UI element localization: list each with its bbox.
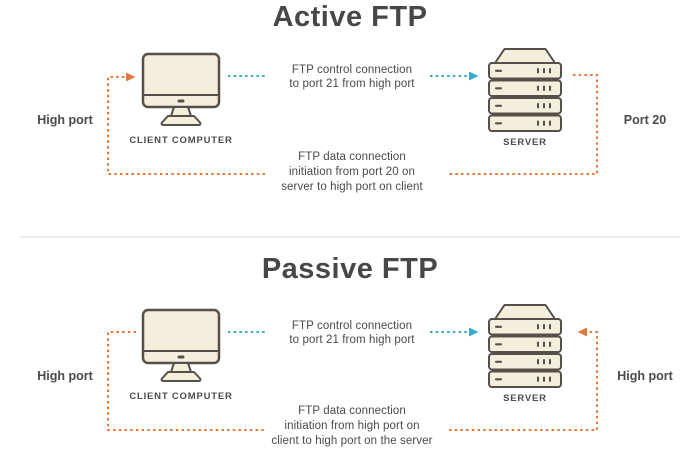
data-connection-line3: server to high port on client <box>281 181 423 193</box>
port-20-label-right: Port 20 <box>623 113 667 127</box>
data-connection-text: FTP data connection initiation from port… <box>252 150 452 195</box>
server-icon <box>488 48 562 132</box>
data-connection-text: FTP data connection initiation from high… <box>252 404 452 449</box>
active-control-arrowhead-to-server <box>469 71 479 81</box>
high-port-label-left: High port <box>37 369 93 383</box>
client-computer-label: CLIENT COMPUTER <box>129 135 233 146</box>
control-connection-line1: FTP control connection <box>291 64 413 76</box>
client-computer-icon <box>141 52 221 126</box>
high-port-label-left: High port <box>37 113 93 127</box>
server-top-lid <box>494 304 556 320</box>
passive-ftp-title: Passive FTP <box>261 253 439 285</box>
data-connection-line1: FTP data connection <box>298 405 406 417</box>
server-label: SERVER <box>503 393 547 404</box>
data-connection-line2: initiation from port 20 on <box>289 166 415 178</box>
control-connection-text: FTP control connection to port 21 from h… <box>252 319 452 347</box>
control-connection-line1: FTP control connection <box>291 320 413 332</box>
server-label: SERVER <box>503 137 547 148</box>
high-port-label-right: High port <box>617 369 673 383</box>
monitor-stand-neck <box>170 106 192 117</box>
client-computer-label: CLIENT COMPUTER <box>129 391 233 402</box>
client-computer-icon <box>141 308 221 382</box>
active-data-arrowhead-to-client <box>126 72 136 82</box>
data-connection-line3: client to high port on the server <box>271 435 433 447</box>
active-ftp-title: Active FTP <box>272 1 428 33</box>
monitor-screen <box>141 52 221 109</box>
server-units <box>488 62 562 132</box>
monitor-stand-base <box>160 371 202 382</box>
monitor-button <box>177 355 185 359</box>
data-connection-line1: FTP data connection <box>298 151 406 163</box>
server-icon <box>488 304 562 388</box>
passive-control-arrowhead-to-server <box>469 327 479 337</box>
server-units <box>488 318 562 388</box>
monitor-screen <box>141 308 221 365</box>
monitor-stand-base <box>160 115 202 126</box>
monitor-stand-neck <box>170 362 192 373</box>
passive-data-arrowhead-to-server <box>577 327 587 337</box>
control-connection-text: FTP control connection to port 21 from h… <box>252 63 452 91</box>
server-top-lid <box>494 48 556 64</box>
control-connection-line2: to port 21 from high port <box>289 334 415 346</box>
data-connection-line2: initiation from high port on <box>284 420 420 432</box>
section-divider <box>20 236 680 238</box>
monitor-button <box>177 99 185 103</box>
control-connection-line2: to port 21 from high port <box>289 78 415 90</box>
